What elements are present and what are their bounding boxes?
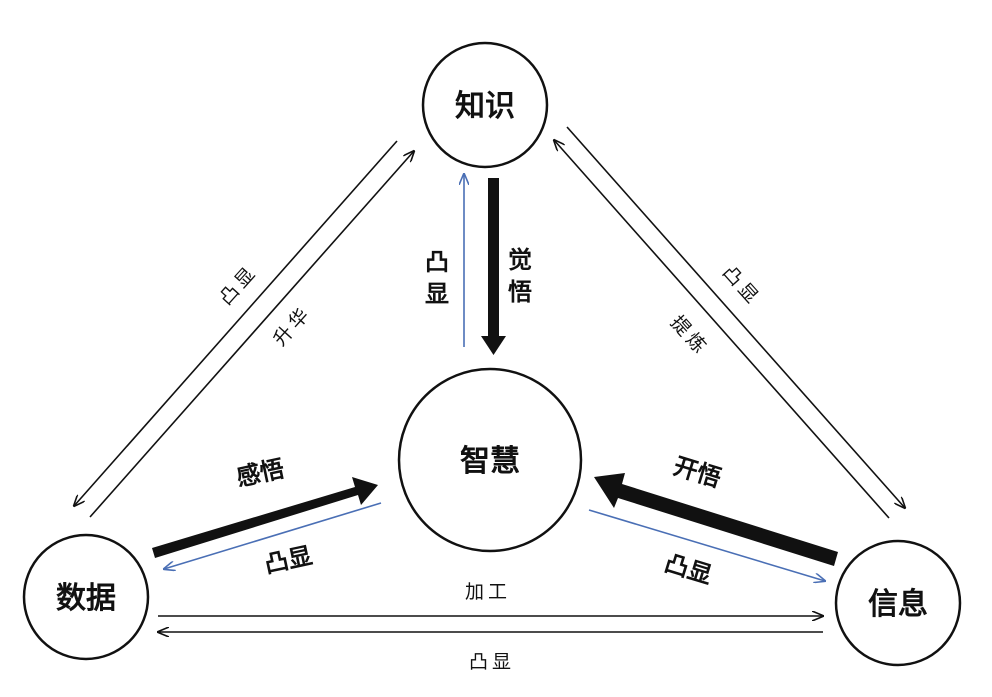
label-wisdom-to-knowledge-2: 显 [425,280,449,308]
label-wisdom-to-knowledge-1: 凸 [425,248,449,276]
node-information-label: 信息 [868,587,928,622]
node-wisdom: 智慧 [397,367,583,553]
node-information: 信息 [834,539,962,667]
node-data: 数据 [22,533,150,661]
arrow-information-to-wisdom [594,473,838,566]
label-knowledge-to-information: 凸显 [718,262,765,311]
node-knowledge-label: 知识 [455,89,515,124]
label-knowledge-to-wisdom-1: 觉 [508,246,532,274]
label-wisdom-to-information: 凸显 [661,549,715,590]
arrow-data-to-wisdom [152,477,378,558]
arrowhead-knowledge-to-wisdom [481,336,506,355]
arrow-knowledge-to-information [566,126,905,508]
arrow-information-to-knowledge [554,140,890,519]
node-wisdom-label: 智慧 [460,444,520,479]
label-information-to-knowledge: 提炼 [666,312,713,361]
node-data-label: 数据 [56,581,116,616]
label-information-to-wisdom: 开悟 [670,452,724,493]
label-information-to-data: 凸显 [469,651,515,673]
node-knowledge: 知识 [421,41,549,169]
arrow-wisdom-to-data [164,502,382,569]
label-wisdom-to-data: 凸显 [262,541,315,578]
label-data-to-information: 加工 [465,581,511,603]
arrow-data-to-knowledge [89,151,414,518]
arrow-knowledge-to-data [74,140,398,506]
arrow-wisdom-to-information [588,509,825,581]
label-data-to-knowledge: 升华 [269,302,316,351]
arrow-knowledge-to-wisdom [488,178,499,338]
label-data-to-wisdom: 感悟 [234,454,287,491]
label-knowledge-to-wisdom-2: 悟 [508,278,532,306]
